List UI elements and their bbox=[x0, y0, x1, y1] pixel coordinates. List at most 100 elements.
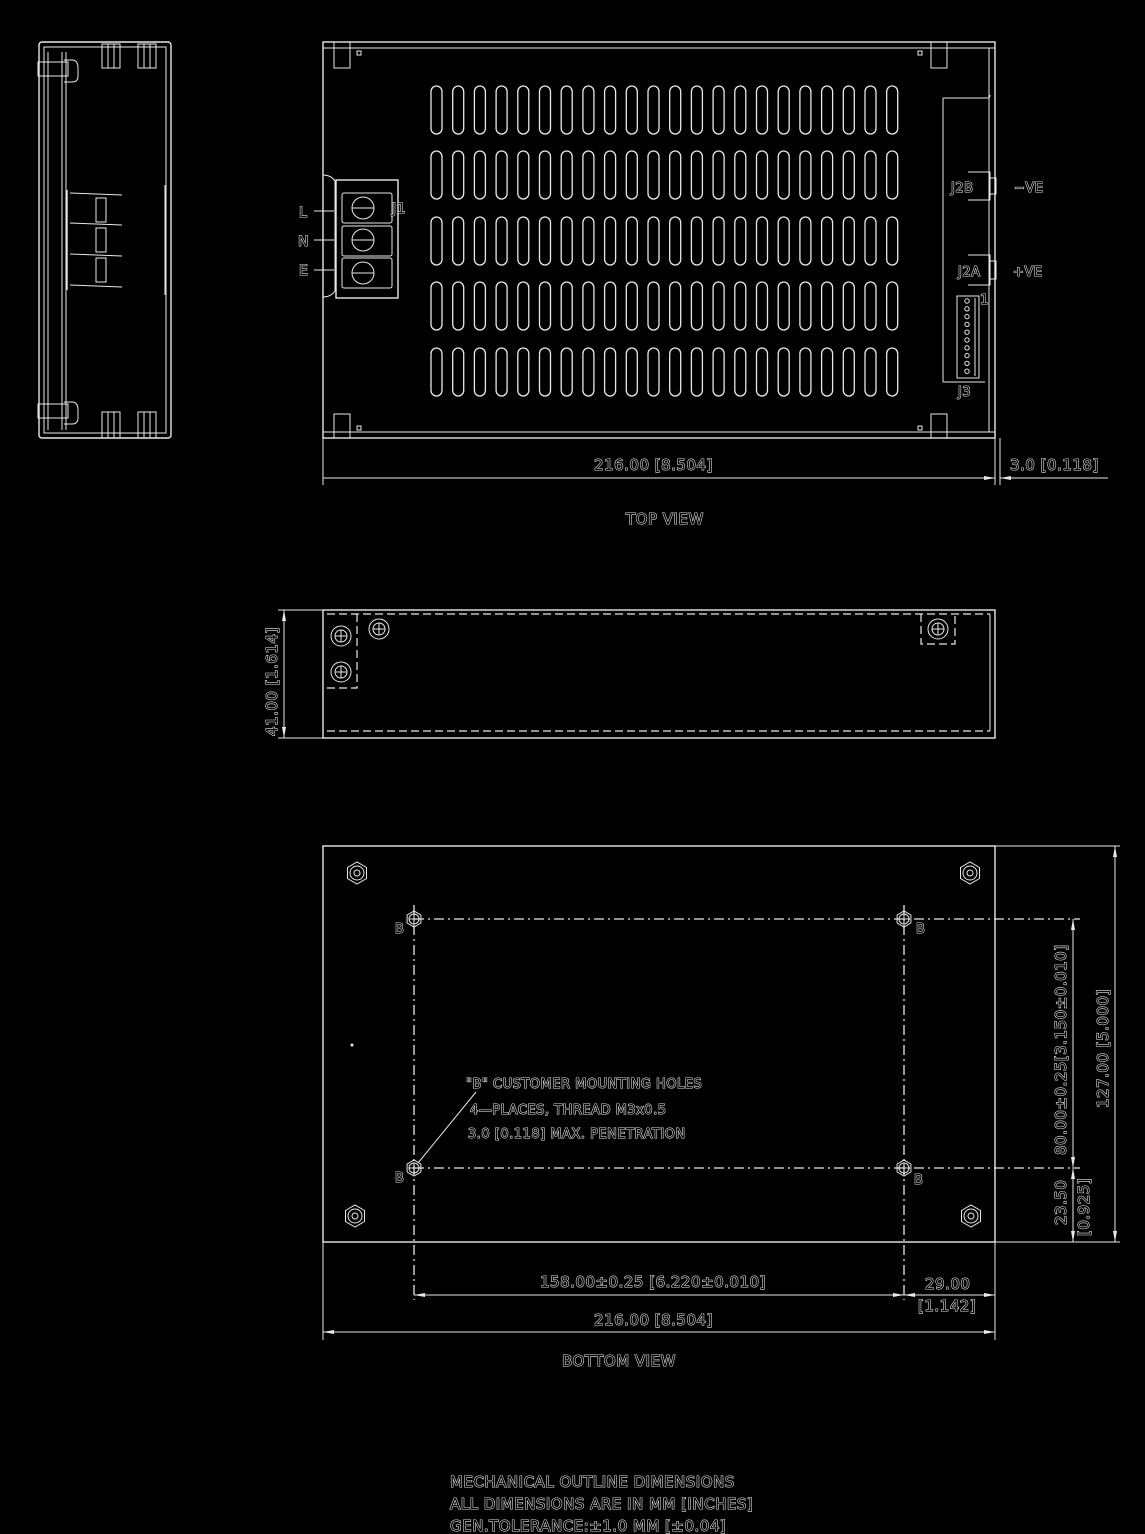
hole-label-b-tl: B bbox=[395, 922, 404, 937]
vent-slot bbox=[625, 85, 638, 135]
vent-slot bbox=[886, 216, 899, 266]
vent-slot bbox=[886, 281, 899, 331]
vent-slot bbox=[755, 85, 769, 135]
top-view-corner-studs bbox=[333, 41, 948, 439]
vent-slot bbox=[430, 216, 443, 266]
vent-slot bbox=[430, 150, 443, 200]
dim-edge-offset-y: 23.50 bbox=[1052, 1180, 1070, 1225]
vent-slot bbox=[734, 150, 747, 200]
output-connector-area: J2B −VE J2A +VE 1 J3 bbox=[942, 94, 1044, 401]
connector-pin bbox=[964, 298, 970, 304]
vent-slot bbox=[647, 281, 660, 331]
vent-slot bbox=[473, 150, 487, 200]
dim-edge-offset-x-in: [1.142] bbox=[918, 1297, 976, 1315]
mounting-hole-pattern: B B B B bbox=[394, 905, 1080, 1300]
end-view-bracket-bl bbox=[37, 401, 79, 425]
end-view bbox=[37, 41, 172, 439]
pin-label-n: N bbox=[298, 234, 309, 250]
mounting-hole-b-icon bbox=[896, 1159, 912, 1177]
side-view: 41.00 [1.614] bbox=[262, 609, 996, 739]
vent-slot bbox=[669, 347, 682, 397]
corner-standoffs bbox=[345, 861, 981, 1228]
vent-slot bbox=[669, 150, 682, 200]
vent-slot bbox=[560, 216, 573, 266]
vent-slot bbox=[603, 85, 617, 135]
top-view: L N E J1 J2B −VE J2A +VE 1 J3 bbox=[297, 41, 1108, 529]
vent-slot bbox=[820, 85, 834, 135]
pin-label-l: L bbox=[299, 205, 307, 221]
reference-dot bbox=[350, 1043, 354, 1047]
customer-mounting-holes bbox=[406, 910, 912, 1177]
vent-slot bbox=[712, 281, 725, 331]
vent-slot bbox=[842, 281, 855, 331]
vent-slot bbox=[495, 347, 508, 397]
vent-slot bbox=[712, 85, 725, 135]
vent-slot bbox=[820, 150, 834, 200]
connector-pin bbox=[964, 360, 970, 367]
vent-slot bbox=[690, 281, 704, 331]
vent-slot bbox=[452, 85, 465, 135]
mounting-hole-b-icon bbox=[406, 1159, 422, 1177]
vent-slot bbox=[734, 347, 747, 397]
vent-slot bbox=[886, 150, 899, 200]
vent-slot bbox=[690, 347, 704, 397]
vent-slot bbox=[864, 281, 877, 331]
connector-pin bbox=[964, 352, 970, 359]
note-line-1: "B" CUSTOMER MOUNTING HOLES bbox=[466, 1077, 702, 1092]
vent-slot bbox=[538, 281, 552, 331]
note-line-2: 4—PLACES, THREAD M3x0.5 bbox=[470, 1103, 666, 1118]
vent-slot bbox=[473, 281, 487, 331]
vent-slot bbox=[473, 216, 487, 266]
hex-standoff-icon bbox=[345, 1204, 365, 1228]
vent-slot bbox=[842, 347, 855, 397]
vent-slot bbox=[560, 281, 573, 331]
vent-slot bbox=[452, 216, 465, 266]
vent-slot bbox=[582, 281, 595, 331]
vent-slot bbox=[864, 347, 877, 397]
vent-slot bbox=[777, 216, 790, 266]
mounting-hole-note: "B" CUSTOMER MOUNTING HOLES 4—PLACES, TH… bbox=[417, 1076, 702, 1164]
connector-ref-j2b: J2B bbox=[950, 181, 974, 196]
vent-slot bbox=[799, 347, 812, 397]
dim-edge-offset-y-in: [0.925] bbox=[1075, 1178, 1093, 1236]
top-view-dimensions: 216.00 [8.504] 3.0 [0.118] bbox=[322, 438, 1108, 485]
title-line-3: GEN.TOLERANCE:±1.0 MM [±0.04] bbox=[450, 1517, 726, 1534]
terminal-block-j1: L N E J1 bbox=[297, 174, 406, 299]
vent-slot bbox=[430, 281, 443, 331]
dim-edge-offset-x: 29.00 bbox=[925, 1275, 970, 1293]
hex-standoff-icon bbox=[960, 861, 980, 885]
vent-slot bbox=[734, 85, 747, 135]
connector-pin bbox=[964, 345, 970, 351]
vent-slot bbox=[712, 216, 725, 266]
mounting-hole-b-icon bbox=[896, 910, 912, 928]
vent-slot bbox=[603, 150, 617, 200]
bottom-view-label: BOTTOM VIEW bbox=[562, 1352, 676, 1370]
vent-slot bbox=[820, 347, 834, 397]
vent-slot bbox=[495, 216, 508, 266]
vent-slot bbox=[517, 347, 530, 397]
hex-standoff-icon bbox=[961, 1204, 981, 1228]
vent-slot-array bbox=[430, 85, 899, 397]
vent-slot bbox=[799, 85, 812, 135]
vent-slot bbox=[582, 216, 595, 266]
vent-slot bbox=[799, 216, 812, 266]
vent-slot bbox=[842, 216, 855, 266]
hex-standoff-icon bbox=[347, 861, 367, 885]
vent-slot bbox=[517, 85, 530, 135]
vent-slot bbox=[690, 216, 704, 266]
title-notes: MECHANICAL OUTLINE DIMENSIONS ALL DIMENS… bbox=[449, 1472, 753, 1534]
vent-slot bbox=[538, 85, 552, 135]
vent-slot bbox=[538, 347, 552, 397]
connector-pin bbox=[964, 368, 970, 374]
vent-slot bbox=[452, 347, 465, 397]
connector-pin bbox=[964, 306, 970, 312]
vent-slot bbox=[755, 216, 769, 266]
vent-slot bbox=[820, 216, 834, 266]
vent-slot bbox=[886, 347, 899, 397]
connector-pin bbox=[964, 337, 970, 343]
vent-slot bbox=[799, 150, 812, 200]
vent-slot bbox=[625, 347, 638, 397]
vent-slot bbox=[625, 281, 638, 331]
terminal-ref-j1: J1 bbox=[391, 201, 406, 217]
